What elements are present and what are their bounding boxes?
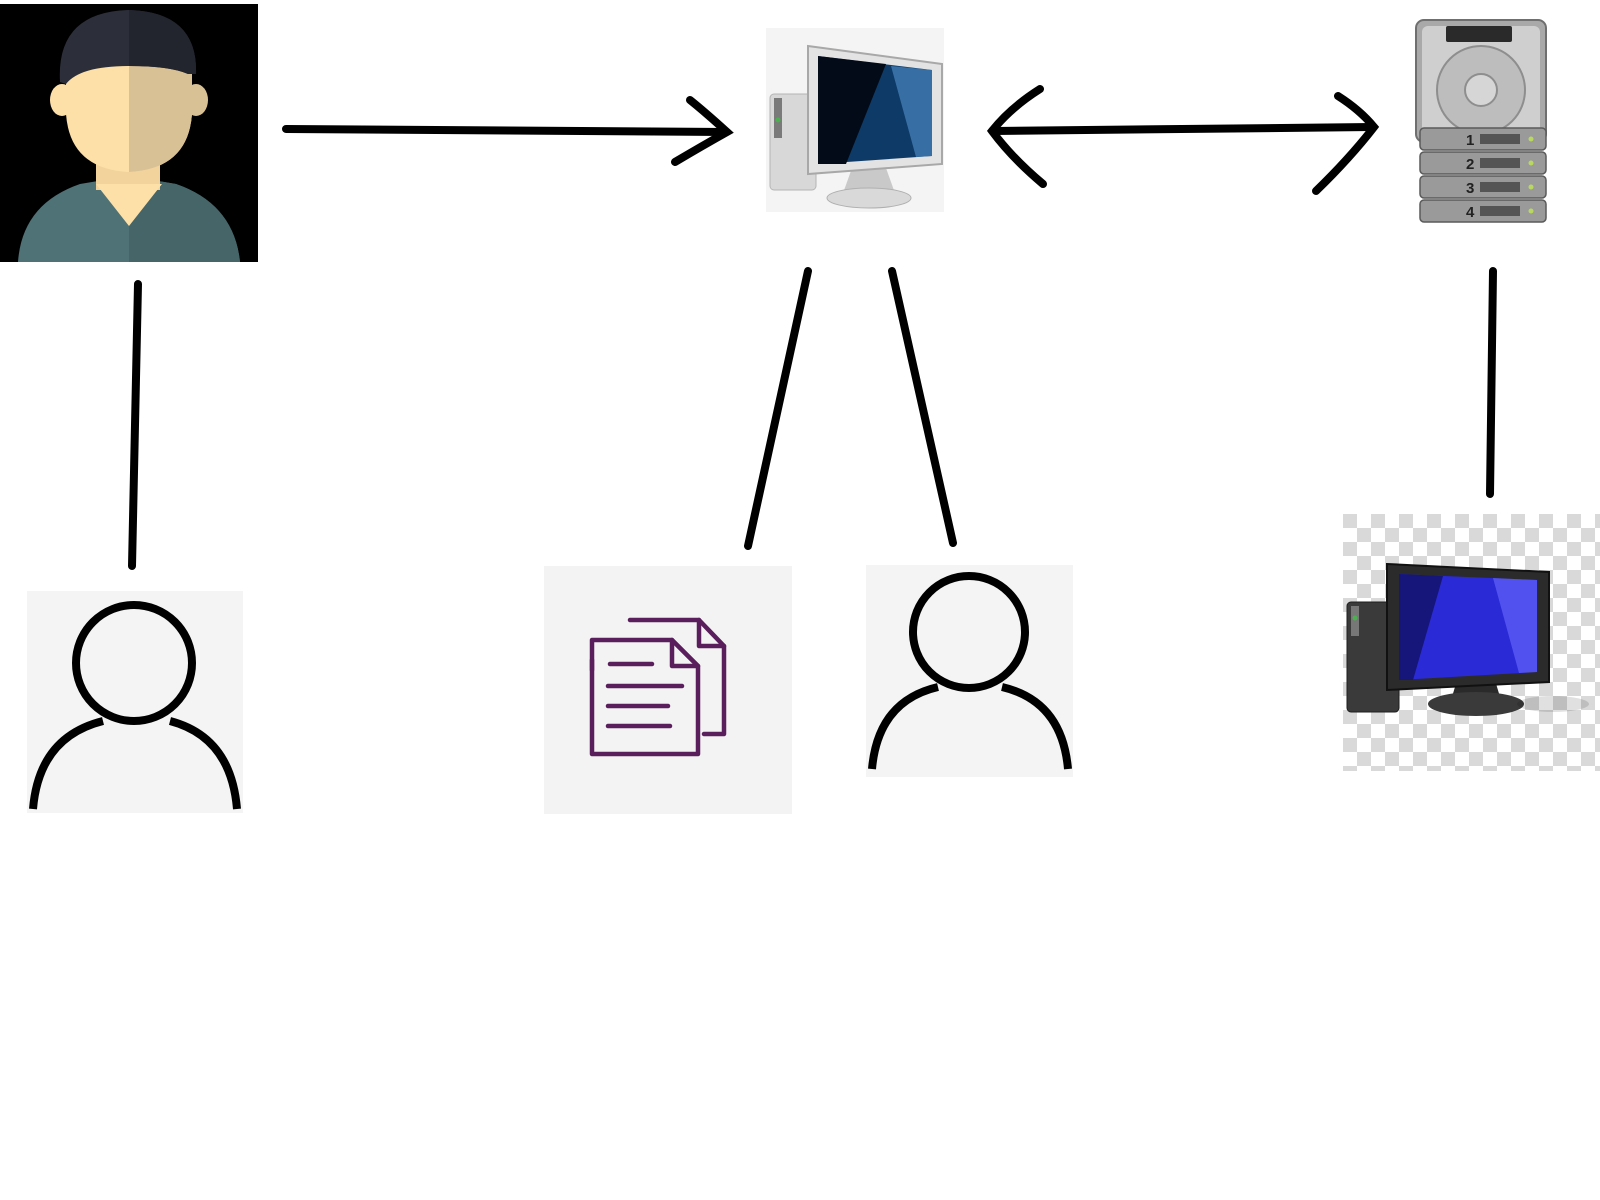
drive-label: 2 — [1466, 156, 1474, 173]
drive-1: 1 — [1419, 127, 1547, 151]
user-outline-icon — [866, 565, 1073, 777]
drive-label: 4 — [1466, 204, 1475, 221]
edge-user-main-to-user-left — [128, 280, 142, 570]
connectors — [128, 85, 1497, 570]
drive-3: 3 — [1419, 175, 1547, 199]
desktop-computer-icon — [766, 28, 944, 212]
drive-label: 1 — [1466, 132, 1474, 149]
arrowhead-icon — [671, 96, 734, 166]
edge-disk-storage-to-computer-right — [1486, 267, 1497, 498]
arrow-line — [990, 123, 1376, 135]
arrow-line — [282, 125, 730, 136]
document-copy-icon — [544, 566, 792, 814]
drive-label: 3 — [1466, 180, 1474, 197]
edge-computer-center-to-disk-storage — [986, 85, 1380, 195]
hard-drive-stack-icon: 1 2 3 4 — [1415, 19, 1547, 223]
desktop-computer-icon — [1343, 514, 1600, 771]
user-avatar-icon — [0, 4, 258, 262]
edge-computer-center-to-user-center — [888, 267, 957, 547]
drive-4: 4 — [1419, 199, 1547, 223]
arrowhead-right-icon — [1312, 92, 1380, 195]
edge-user-main-to-computer-center — [282, 96, 734, 166]
edge-computer-center-to-document — [744, 267, 812, 550]
arrowhead-left-icon — [986, 85, 1047, 188]
user-outline-icon — [27, 591, 243, 813]
drive-2: 2 — [1419, 151, 1547, 175]
